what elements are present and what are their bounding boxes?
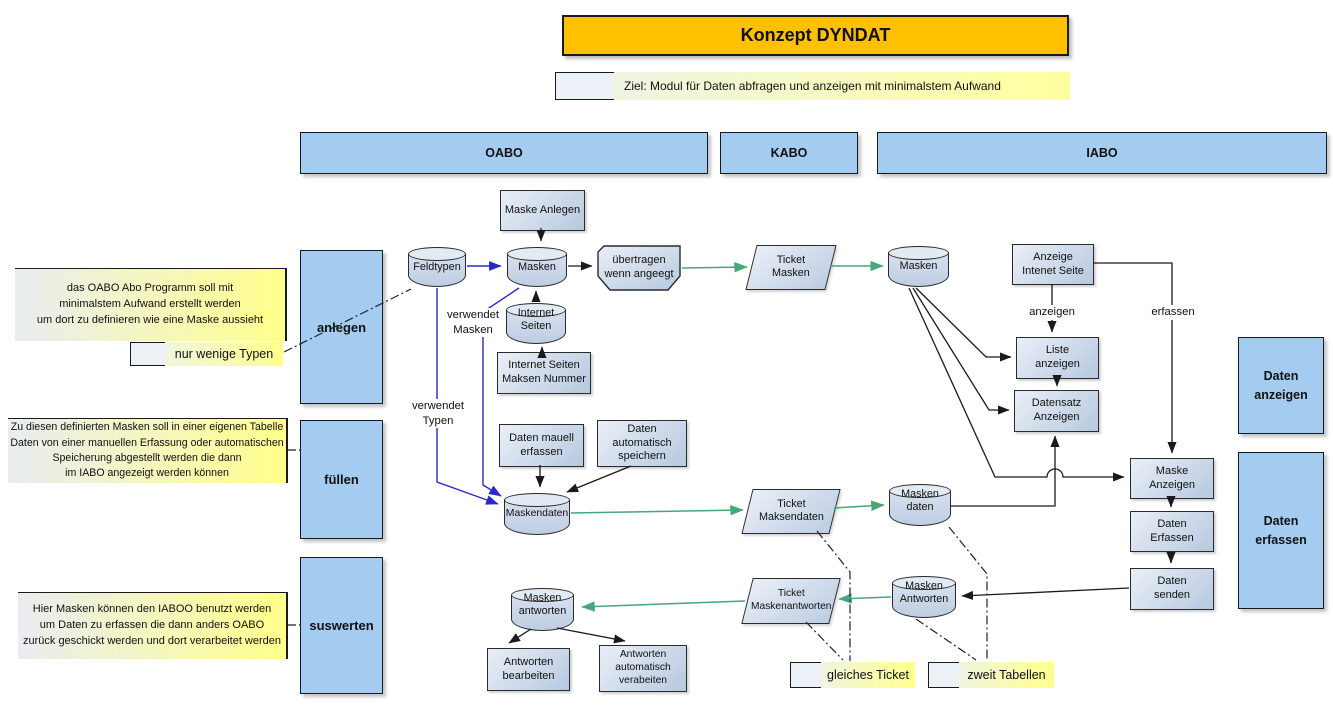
goal-banner-swatch — [555, 72, 614, 100]
node-internet-seiten-nummer: Internet Seiten Maksen Nummer — [497, 352, 591, 394]
node-liste-anzeigen: Liste anzeigen — [1016, 337, 1099, 379]
edge-label-verwendet-masken: verwendet Masken — [442, 308, 504, 338]
note-two-tables: zweit Tabellen — [928, 662, 1054, 688]
edge-label-erfassen: erfassen — [1146, 305, 1200, 320]
phase-fuellen: füllen — [300, 420, 383, 539]
edge-label-verwendet-typen: verwendet Typen — [406, 399, 470, 429]
note-two-tables-swatch — [928, 662, 959, 688]
edge-label-anzeigen: anzeigen — [1022, 305, 1082, 320]
node-daten-automatisch-speichern: Daten automatisch speichern — [597, 420, 687, 467]
goal-banner: Ziel: Modul für Daten abfragen und anzei… — [555, 72, 1070, 100]
db-masken-antworten-oabo: Masken antworten — [511, 588, 574, 631]
node-maske-anzeigen: Maske Anzeigen — [1130, 458, 1214, 499]
db-masken-antworten-iabo: Masken Antworten — [892, 576, 956, 618]
note-oabo: das OABO Abo Programm soll mit minimalst… — [15, 268, 287, 341]
ticket-maskenantworten: Ticket Maskenantworten — [741, 578, 841, 624]
diagram-title: Konzept DYNDAT — [562, 15, 1069, 56]
node-anzeige-internet-seite: Anzeige Intenet Seite — [1012, 244, 1094, 285]
db-internet-seiten: Internet Seiten — [506, 303, 566, 344]
node-datensatz-anzeigen: Datensatz Anzeigen — [1014, 390, 1099, 432]
node-daten-senden: Daten senden — [1130, 568, 1214, 610]
node-maske-anlegen: Maske Anlegen — [500, 190, 585, 231]
ticket-masken: Ticket Masken — [745, 245, 837, 290]
node-daten-erfassen: Daten Erfassen — [1130, 511, 1214, 552]
note-auswerten: Hier Masken können den IABOO benutzt wer… — [18, 592, 288, 659]
side-box-daten-erfassen: Daten erfassen — [1238, 452, 1324, 609]
db-maskendaten: Maskendaten — [504, 493, 570, 535]
column-header-oabo: OABO — [300, 132, 708, 174]
phase-auswerten: suswerten — [300, 557, 383, 694]
ticket-maskendaten: Ticket Maksendaten — [741, 489, 841, 534]
side-box-daten-anzeigen: Daten anzeigen — [1238, 337, 1324, 434]
phase-anlegen: anlegen — [300, 250, 383, 404]
node-antworten-automatisch-verarbeiten: Antworten automatisch verabeiten — [599, 645, 687, 692]
pentagon-shape — [597, 245, 681, 291]
db-masken-oabo: Masken — [507, 247, 567, 287]
note-few-types-swatch — [130, 342, 165, 366]
node-uebertragen-wenn-angezeigt: übertragen wenn angeegt — [597, 245, 681, 291]
note-fuellen: Zu diesen definierten Masken soll in ein… — [8, 418, 288, 483]
note-same-ticket-swatch — [790, 662, 821, 688]
column-header-iabo: IABO — [877, 132, 1327, 174]
db-feldtypen: Feldtypen — [408, 247, 466, 287]
node-daten-manuell-erfassen: Daten mauell erfassen — [499, 424, 584, 467]
goal-text: Ziel: Modul für Daten abfragen und anzei… — [614, 72, 1070, 100]
node-antworten-bearbeiten: Antworten bearbeiten — [487, 648, 570, 691]
db-masken-daten-iabo: Masken daten — [889, 484, 951, 526]
note-same-ticket: gleiches Ticket — [790, 662, 915, 688]
note-few-types: nur wenige Typen — [130, 342, 283, 366]
column-header-kabo: KABO — [720, 132, 858, 174]
db-masken-iabo: Masken — [888, 246, 949, 287]
